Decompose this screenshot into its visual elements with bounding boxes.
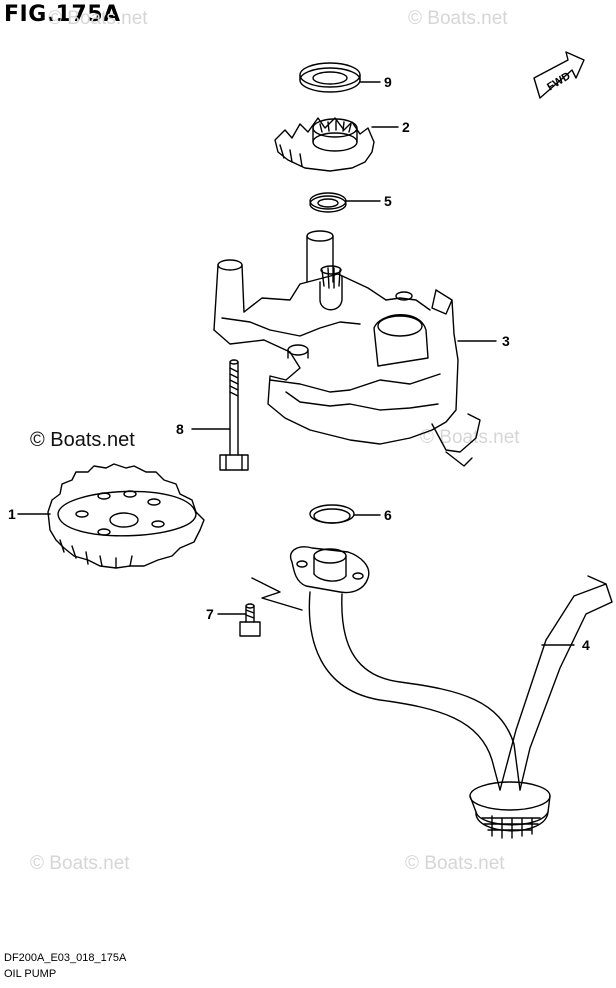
o-ring-part [309, 504, 355, 524]
watermark-main: © Boats.net [30, 429, 135, 451]
washer-part [309, 192, 347, 213]
callout-3: 3 [502, 333, 510, 349]
watermark-top-left: © Boats.net [48, 8, 148, 29]
fwd-arrow-icon: FWD [533, 51, 585, 99]
diagram-code: DF200A_E03_018_175A [4, 952, 127, 964]
driven-gear-part [274, 117, 375, 172]
bolt-long-part [219, 359, 249, 471]
oil-pump-body-part [213, 230, 481, 467]
bolt-short-part [239, 603, 261, 637]
callout-1: 1 [8, 506, 16, 522]
watermark-mid-right: © Boats.net [420, 427, 520, 448]
diagram-name: OIL PUMP [4, 968, 57, 980]
figure-title: FIG.175A [4, 2, 121, 27]
callout-8: 8 [176, 421, 184, 437]
oil-seal-part [299, 62, 361, 93]
callout-7: 7 [206, 606, 214, 622]
callout-5: 5 [384, 193, 392, 209]
watermark-top-right: © Boats.net [408, 8, 508, 29]
leader-7-to-strainer [251, 577, 303, 611]
callout-6: 6 [384, 507, 392, 523]
watermark-bottom-right: © Boats.net [405, 853, 505, 874]
callout-9: 9 [384, 74, 392, 90]
oil-strainer-part [289, 546, 613, 839]
callout-4: 4 [582, 637, 590, 653]
callout-2: 2 [402, 119, 410, 135]
watermark-bottom-left: © Boats.net [30, 853, 130, 874]
drive-gear-part [47, 463, 205, 569]
